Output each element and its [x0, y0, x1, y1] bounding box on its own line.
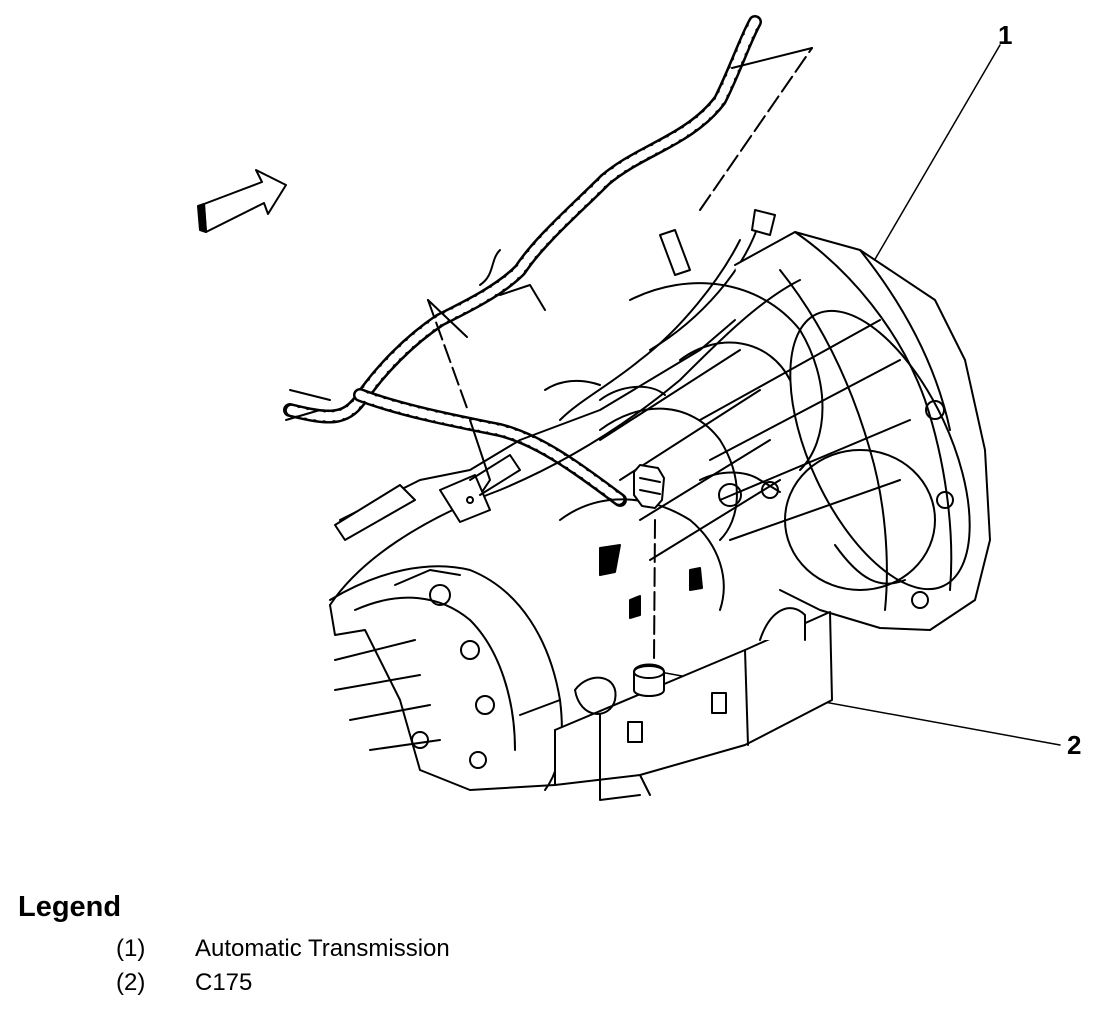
forward-arrow-icon	[197, 169, 287, 233]
callout-1-leader	[859, 44, 1001, 286]
c175-connector	[633, 464, 665, 697]
legend-item: (1) Automatic Transmission	[18, 932, 718, 966]
legend-label: Automatic Transmission	[195, 935, 450, 962]
transmission-diagram	[197, 15, 1061, 801]
legend-key: (1)	[116, 935, 146, 962]
legend: Legend (1) Automatic Transmission (2) C1…	[18, 893, 718, 1000]
guide-lines	[427, 47, 813, 663]
wiring-harness	[283, 15, 776, 507]
callout-2: 2	[1067, 730, 1082, 760]
legend-key: (2)	[116, 969, 146, 996]
callout-1: 1	[998, 20, 1013, 50]
transmission-body	[329, 231, 991, 801]
legend-label: C175	[195, 969, 253, 996]
legend-title: Legend	[18, 891, 122, 923]
legend-item: (2) C175	[18, 966, 718, 1000]
